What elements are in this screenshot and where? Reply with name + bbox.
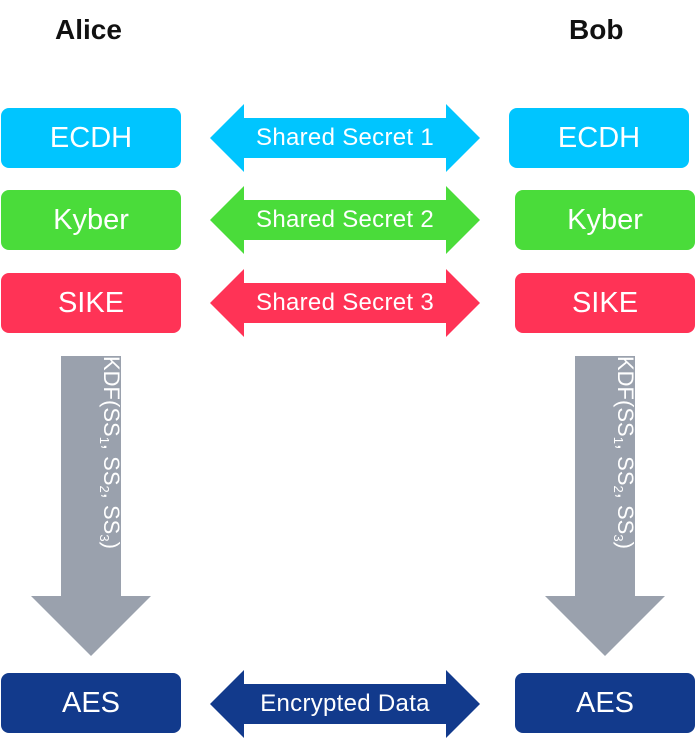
bob-title: Bob	[569, 14, 624, 45]
bob-aes-box: AES	[515, 673, 695, 733]
encrypted-data-label: Encrypted Data	[260, 690, 430, 717]
alice-sike-box: SIKE	[1, 273, 181, 333]
shared-secret-2-label: Shared Secret 2	[256, 206, 434, 233]
bob-kdf-label: KDF(SS1, SS2, SS3)	[611, 356, 638, 549]
alice-title: Alice	[55, 14, 122, 45]
shared-secret-1-arrow: Shared Secret 1	[210, 104, 480, 172]
shared-secret-3-arrow: Shared Secret 3	[210, 269, 480, 337]
shared-secret-2-arrow: Shared Secret 2	[210, 186, 480, 254]
bob-sike-box: SIKE	[515, 273, 695, 333]
bob-kyber-box: Kyber	[515, 190, 695, 250]
encrypted-data-arrow: Encrypted Data	[210, 670, 480, 738]
alice-kdf-arrow: KDF(SS1, SS2, SS3)	[31, 356, 151, 656]
bob-ecdh-box: ECDH	[509, 108, 689, 168]
alice-kyber-box: Kyber	[1, 190, 181, 250]
shared-secret-1-label: Shared Secret 1	[256, 124, 434, 151]
shared-secret-3-label: Shared Secret 3	[256, 289, 434, 316]
alice-ecdh-box: ECDH	[1, 108, 181, 168]
alice-aes-box: AES	[1, 673, 181, 733]
bob-kdf-arrow: KDF(SS1, SS2, SS3)	[545, 356, 665, 656]
alice-kdf-label: KDF(SS1, SS2, SS3)	[97, 356, 124, 549]
